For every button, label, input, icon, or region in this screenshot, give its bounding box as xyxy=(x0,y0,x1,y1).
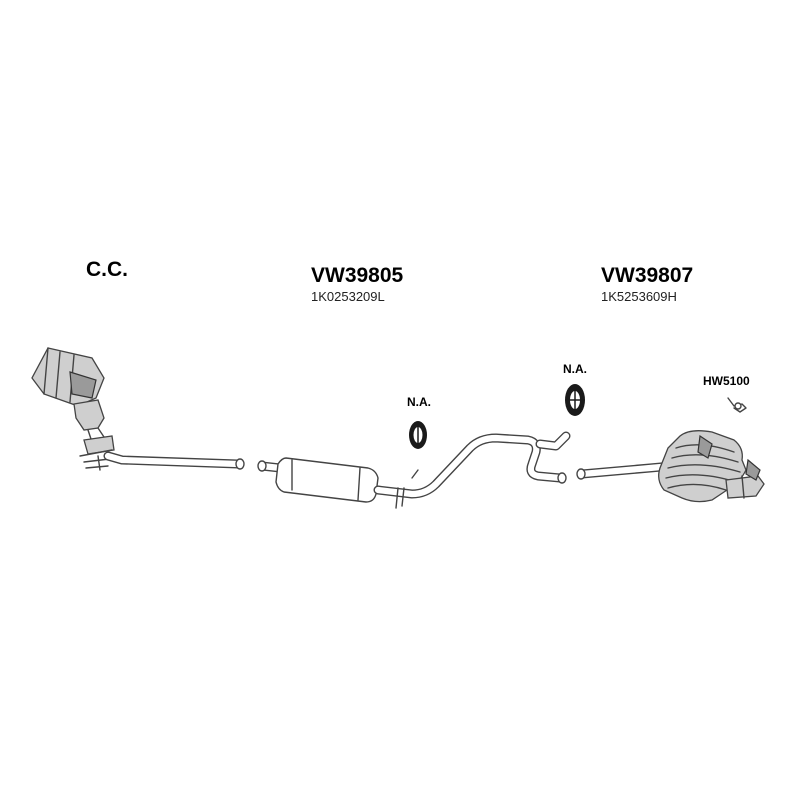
front-oem-code: 1K0253209L xyxy=(311,289,385,304)
cc-label: C.C. xyxy=(86,258,128,281)
rear-silencer-icon[interactable] xyxy=(576,430,765,503)
rear-part-number[interactable]: VW39807 xyxy=(601,264,694,287)
front-part-number[interactable]: VW39805 xyxy=(311,264,404,287)
hanger-1-label: N.A. xyxy=(407,395,431,409)
front-pipe[interactable] xyxy=(103,451,245,470)
clamp-label: HW5100 xyxy=(703,374,750,388)
catalytic-converter-icon[interactable] xyxy=(31,347,119,471)
rear-oem-code: 1K5253609H xyxy=(601,289,677,304)
rubber-hanger-icon[interactable] xyxy=(409,421,427,449)
clamp-icon[interactable] xyxy=(727,397,747,413)
rubber-hanger-icon[interactable] xyxy=(565,384,585,416)
hanger-2-label: N.A. xyxy=(563,362,587,376)
middle-silencer-icon[interactable] xyxy=(257,457,379,503)
intermediate-pipe[interactable] xyxy=(373,431,571,509)
